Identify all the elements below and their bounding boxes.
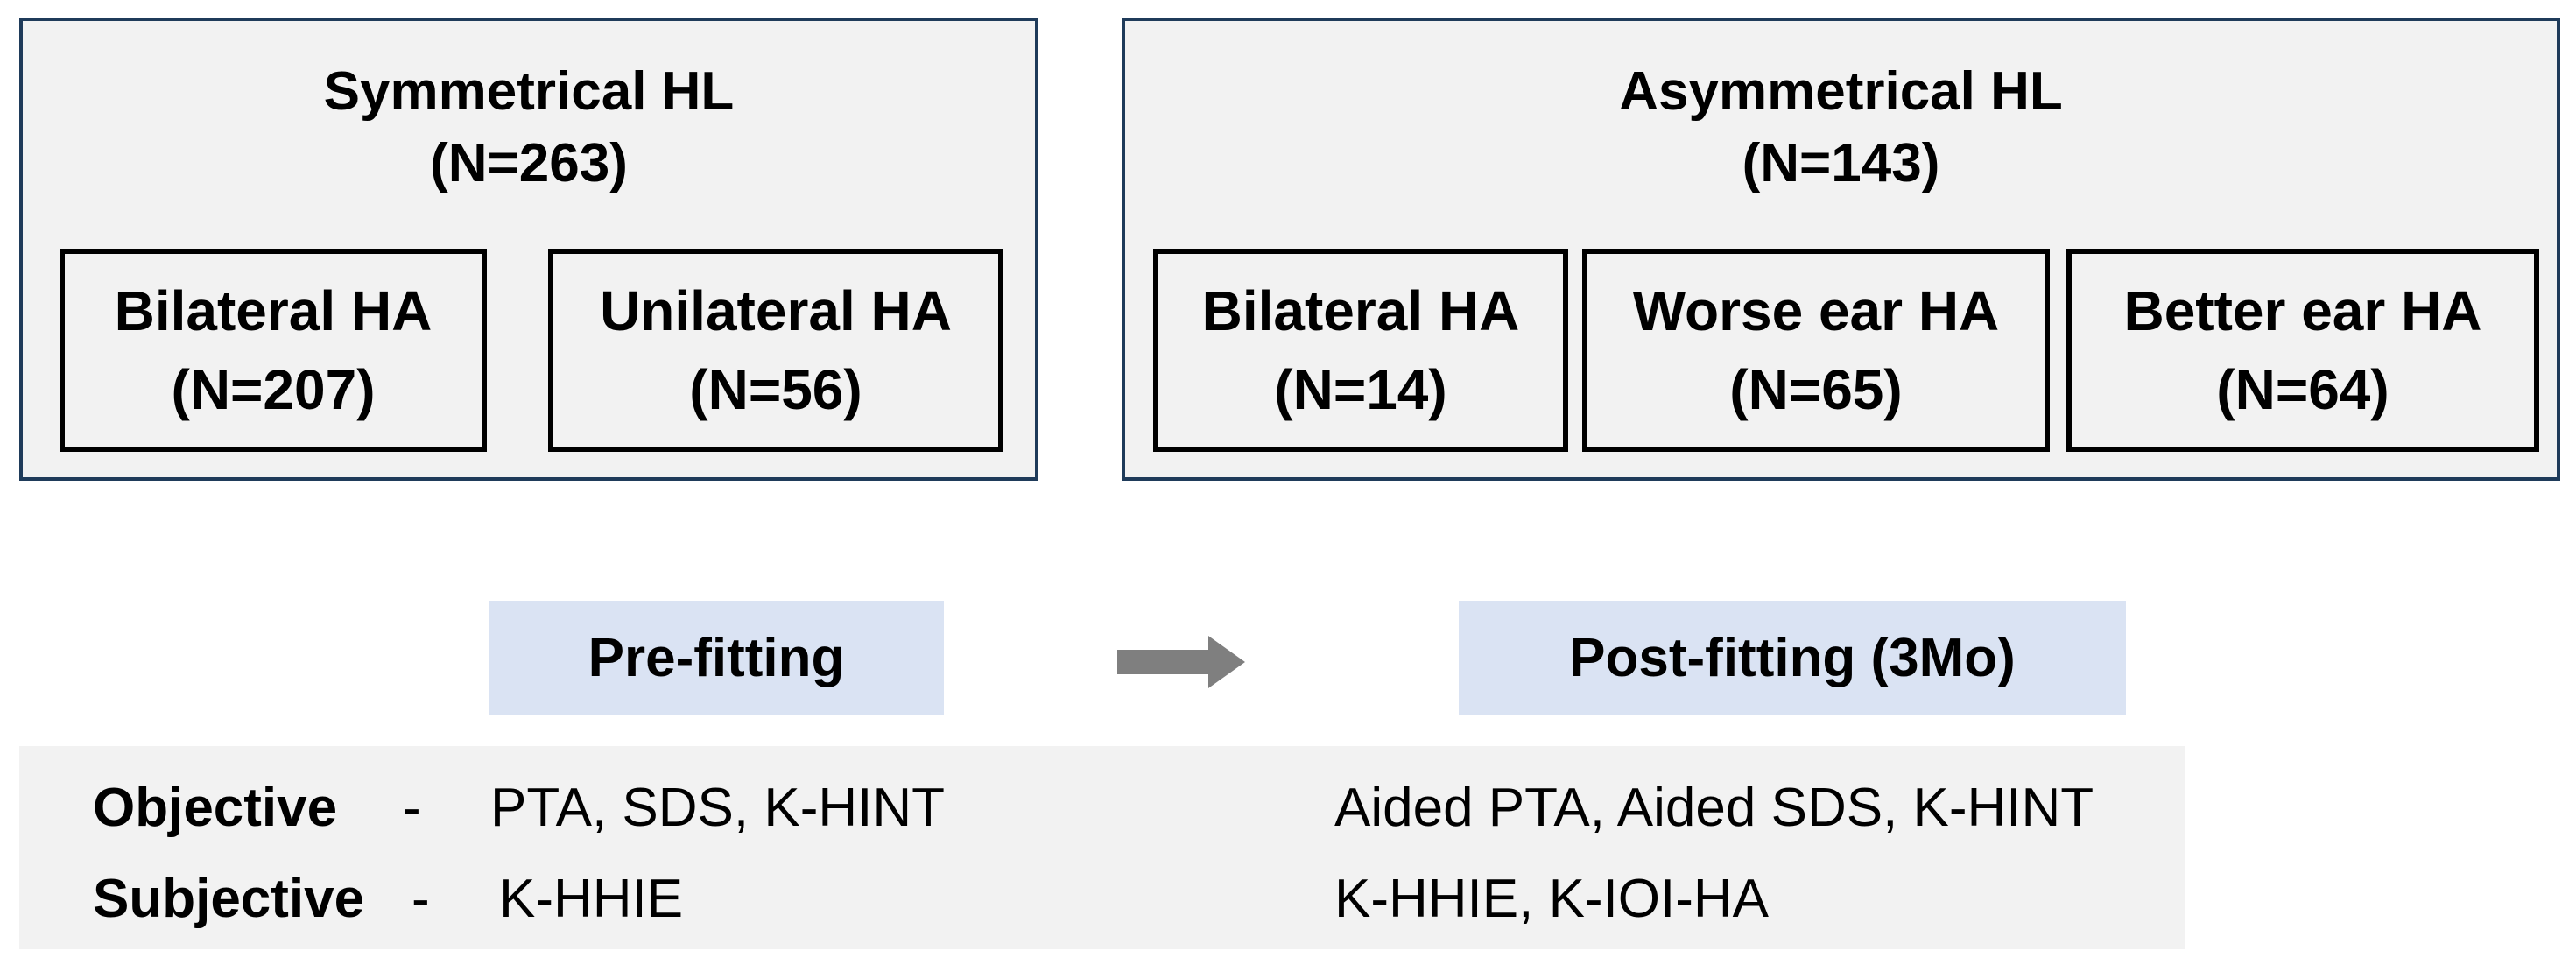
pre-fitting-label: Pre-fitting <box>489 601 944 715</box>
asymmetrical-better-ear-ha-count: (N=64) <box>2216 358 2389 421</box>
asymmetrical-hl-title: Asymmetrical HL <box>1619 61 2063 122</box>
symmetrical-bilateral-ha-count: (N=207) <box>171 358 376 421</box>
asymmetrical-better-ear-ha-box: Better ear HA (N=64) <box>2066 249 2539 452</box>
right-arrow-icon <box>1117 636 1245 688</box>
objective-pre-measures: PTA, SDS, K-HINT <box>490 778 946 838</box>
symmetrical-bilateral-ha-box: Bilateral HA (N=207) <box>60 249 487 452</box>
asymmetrical-bilateral-ha-count: (N=14) <box>1274 358 1447 421</box>
asymmetrical-worse-ear-ha-count: (N=65) <box>1729 358 1903 421</box>
asymmetrical-hl-box: Asymmetrical HL (N=143) Bilateral HA (N=… <box>1122 18 2560 481</box>
objective-separator: - <box>403 778 421 838</box>
subjective-post-measures: K-HHIE, K-IOI-HA <box>1334 869 1770 929</box>
objective-post-measures: Aided PTA, Aided SDS, K-HINT <box>1334 778 2094 838</box>
asymmetrical-hl-count: (N=143) <box>1742 133 1940 194</box>
symmetrical-unilateral-ha-box: Unilateral HA (N=56) <box>548 249 1003 452</box>
subjective-label: Subjective <box>93 869 365 929</box>
asymmetrical-bilateral-ha-box: Bilateral HA (N=14) <box>1153 249 1568 452</box>
measures-panel <box>19 746 2185 949</box>
symmetrical-bilateral-ha-label: Bilateral HA <box>114 279 433 342</box>
symmetrical-unilateral-ha-label: Unilateral HA <box>600 279 952 342</box>
objective-label: Objective <box>93 778 338 838</box>
asymmetrical-worse-ear-ha-label: Worse ear HA <box>1632 279 2000 342</box>
right-arrow-shape <box>1117 636 1245 688</box>
post-fitting-label: Post-fitting (3Mo) <box>1459 601 2126 715</box>
asymmetrical-better-ear-ha-label: Better ear HA <box>2123 279 2482 342</box>
subjective-pre-measures: K-HHIE <box>499 869 684 929</box>
asymmetrical-worse-ear-ha-box: Worse ear HA (N=65) <box>1582 249 2050 452</box>
subjective-separator: - <box>412 869 430 929</box>
symmetrical-hl-box: Symmetrical HL (N=263) Bilateral HA (N=2… <box>19 18 1038 481</box>
symmetrical-hl-count: (N=263) <box>430 133 628 194</box>
symmetrical-hl-title: Symmetrical HL <box>323 61 735 122</box>
symmetrical-unilateral-ha-count: (N=56) <box>689 358 862 421</box>
asymmetrical-bilateral-ha-label: Bilateral HA <box>1201 279 1520 342</box>
